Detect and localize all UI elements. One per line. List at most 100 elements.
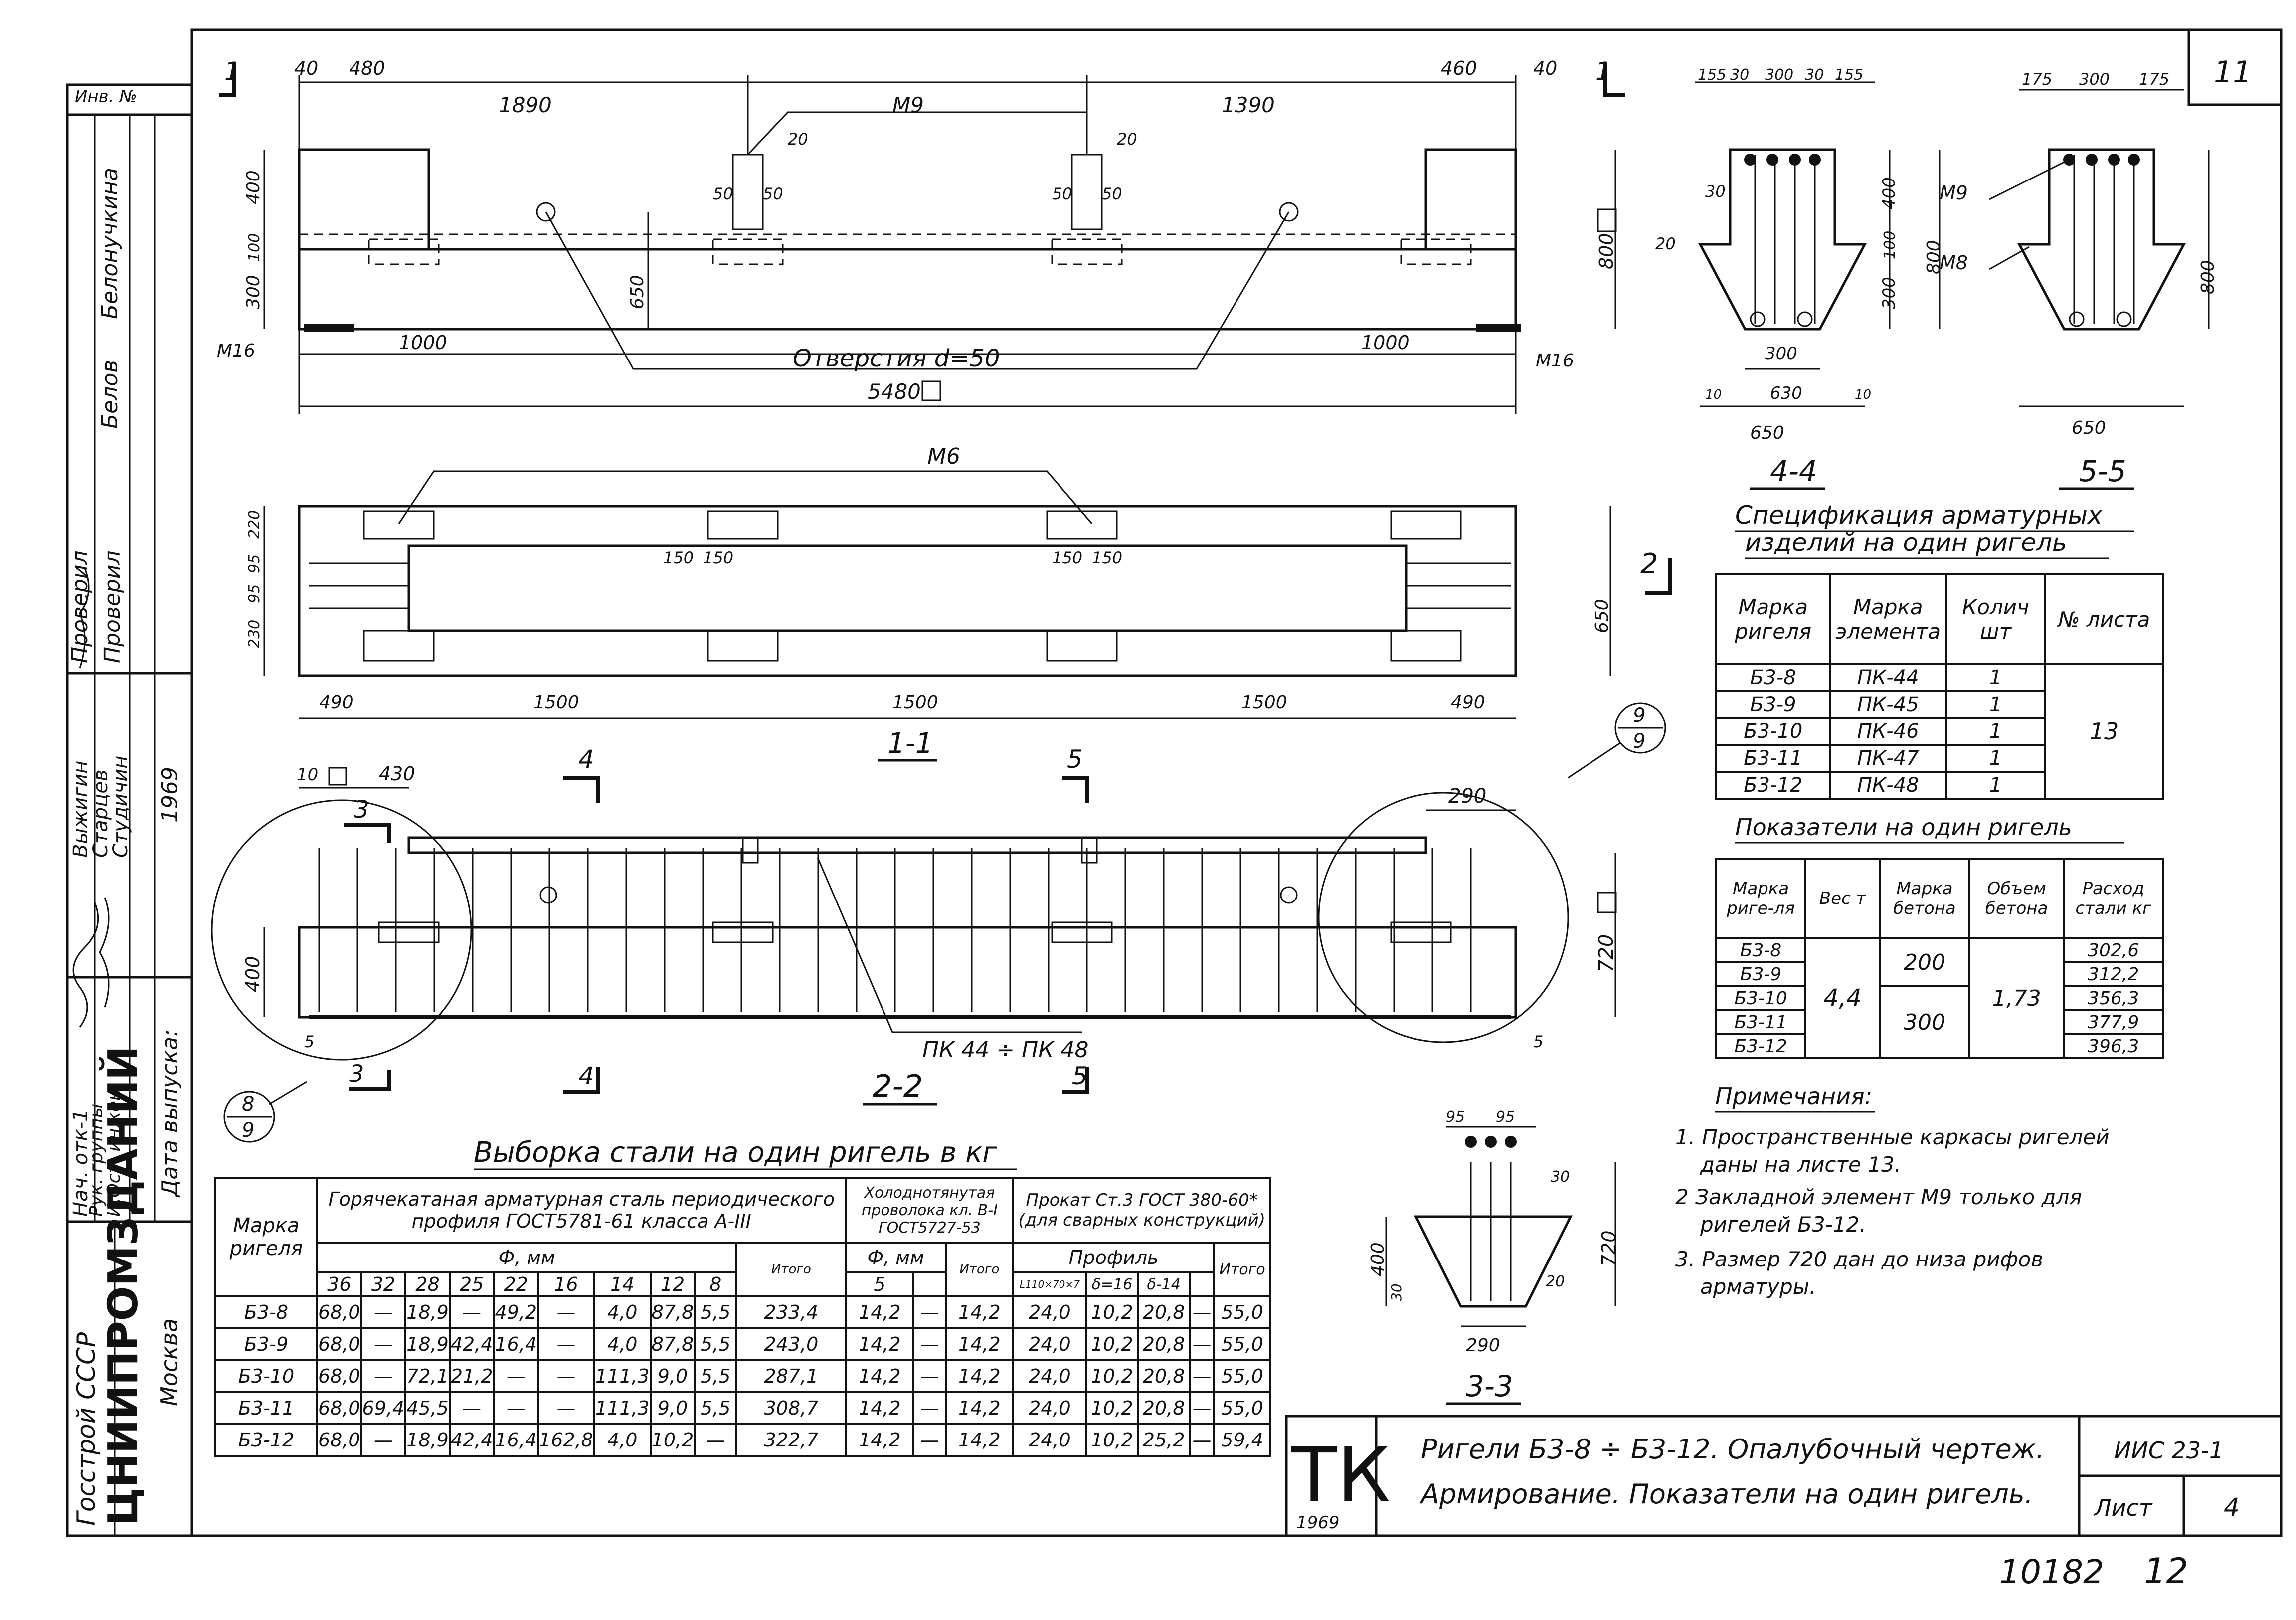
dim-50d: 50 <box>1102 184 1122 203</box>
sheet-number-box <box>2187 30 2281 106</box>
steel-row-rolled: 24,0 <box>1012 1295 1087 1329</box>
steel-row-cold-total: 14,2 <box>944 1423 1015 1457</box>
org-name: ЦНИИПРОМЗДАНИЙ <box>99 1046 147 1526</box>
title-line-1: Ригели Б3-8 ÷ Б3-12. Опалубочный чертеж. <box>1421 1434 2045 1465</box>
steel-dia-0: 36 <box>316 1271 362 1297</box>
role-3: И.Ост. инжен. <box>104 1083 124 1217</box>
steel-row-hot: 18,9 <box>404 1295 451 1329</box>
note-2a: 2 Закладной элемент М9 только для <box>1675 1185 2082 1209</box>
steel-rolled-col-3 <box>1188 1271 1216 1297</box>
mark-4-top: 4 <box>578 745 594 774</box>
steel-row-rolled: 10,2 <box>1085 1295 1139 1329</box>
steel-row-hot-total: 233,4 <box>735 1295 847 1329</box>
steel-row-hot: — <box>537 1391 595 1425</box>
steel-dia-4: 22 <box>493 1271 539 1297</box>
mark-3-top: 3 <box>354 796 369 824</box>
footer-page: 12 <box>2144 1551 2188 1592</box>
check-role-2: Проверил <box>100 550 125 663</box>
dim-1000-left: 1000 <box>399 332 447 354</box>
plan-height: 650 <box>1592 599 1612 633</box>
dim-650: 650 <box>627 275 648 309</box>
steel-row-hot: — <box>360 1359 407 1393</box>
spec-row3-mark: Б3-10 <box>1715 717 1831 746</box>
steel-row-hot: 111,3 <box>593 1391 652 1425</box>
steel-row-hot: 16,4 <box>493 1327 539 1361</box>
steel-row-cold: 14,2 <box>845 1391 915 1425</box>
steel-row-rolled: 24,0 <box>1012 1327 1087 1361</box>
steel-row-hot: 68,0 <box>316 1423 362 1457</box>
year: 1969 <box>157 767 182 823</box>
s55-dim-175a: 175 <box>2022 70 2052 89</box>
signature-2 <box>79 568 90 669</box>
plan-dim-490-left: 490 <box>319 692 353 713</box>
steel-row-cold: 14,2 <box>845 1359 915 1393</box>
steel-row-hot: 69,4 <box>360 1391 407 1425</box>
steel-row-hot: 4,0 <box>593 1295 652 1329</box>
section-mark-1-right: 1 <box>1595 57 1611 86</box>
steel-row-hot: 10,2 <box>649 1423 696 1457</box>
role-1: Нач. отк-1 <box>69 1109 92 1217</box>
steel-row-hot: 42,4 <box>448 1423 495 1457</box>
s55-dim-300: 300 <box>2079 70 2110 89</box>
inv-no: Инв. № <box>75 87 137 107</box>
plan-dim-1500b: 1500 <box>892 692 938 713</box>
steel-row-hot: 49,2 <box>493 1295 539 1329</box>
steel-row-hot: 42,4 <box>448 1327 495 1361</box>
steel-row-rolled: 20,8 <box>1137 1295 1191 1329</box>
steel-dia-1: 32 <box>360 1271 407 1297</box>
steel-row-rolled-total: 55,0 <box>1213 1295 1271 1329</box>
steel-row-rolled: 24,0 <box>1012 1391 1087 1425</box>
s55-width: 650 <box>2072 418 2106 438</box>
steel-row-cold2: — <box>912 1295 947 1329</box>
steel-row-hot: 68,0 <box>316 1295 362 1329</box>
dim-40-right: 40 <box>1533 57 1557 79</box>
plan-dim-150b: 150 <box>703 548 733 567</box>
plan-dim-1500c: 1500 <box>1241 692 1287 713</box>
footer-code: 10182 <box>1999 1553 2104 1591</box>
s44-label: 4-4 <box>1770 454 1817 488</box>
spec-row5-qty: 1 <box>1945 771 2047 800</box>
dim-5a: 5 <box>304 1032 314 1051</box>
steel-row-cold2: — <box>912 1423 947 1457</box>
spec-row4-qty: 1 <box>1945 744 2047 773</box>
steel-row-hot: 68,0 <box>316 1359 362 1393</box>
dim-50a: 50 <box>713 184 733 203</box>
steel-h-cold: Холоднотянутая проволока кл. В-I ГОСТ572… <box>845 1177 1015 1244</box>
steel-row-hot: 18,9 <box>404 1423 451 1457</box>
steel-row-cold2: — <box>912 1359 947 1393</box>
steel-row-rolled: — <box>1188 1295 1216 1329</box>
steel-row-hot: — <box>493 1359 539 1393</box>
steel-row-hot: — <box>360 1295 407 1329</box>
steel-row-rolled: — <box>1188 1423 1216 1457</box>
name-3: Студичин <box>109 756 132 858</box>
steel-row-rolled: 10,2 <box>1085 1423 1139 1457</box>
ind-mark-3: Б3-10 <box>1715 985 1807 1011</box>
dim-480: 480 <box>349 57 385 79</box>
section-2-2-label: 2-2 <box>873 1068 923 1104</box>
steel-row-hot: 18,9 <box>404 1327 451 1361</box>
m16-right: М16 <box>1536 351 1574 371</box>
steel-h-dia2: Ф, мм <box>845 1242 947 1273</box>
steel-row-cold: 14,2 <box>845 1423 915 1457</box>
s33-width: 290 <box>1466 1335 1500 1356</box>
dim-400-sec: 400 <box>242 956 264 992</box>
s44-dim-300b: 300 <box>1765 344 1797 363</box>
spec-h-mark: Марка ригеля <box>1715 573 1831 665</box>
s44-dim-400: 400 <box>1879 177 1899 209</box>
steel-h-dia: Ф, мм <box>316 1242 738 1273</box>
notes-title: Примечания: <box>1715 1083 1872 1110</box>
steel-row-hot: 9,0 <box>649 1391 696 1425</box>
steel-cold-blank <box>912 1271 947 1297</box>
s44-dim-300r: 300 <box>1879 277 1899 309</box>
spec-row1-mark: Б3-8 <box>1715 663 1831 692</box>
steel-h-total-hot: Итого <box>735 1242 847 1297</box>
section-4-4: 155 30 300 30 155 30 20 400 100 300 800 … <box>1655 66 1944 490</box>
steel-h-rolled: Прокат Ст.3 ГОСТ 380-60* (для сварных ко… <box>1012 1177 1271 1244</box>
ind-steel-4: 377,9 <box>2063 1009 2164 1035</box>
steel-row-hot: — <box>360 1327 407 1361</box>
steel-row-rolled: 20,8 <box>1137 1391 1191 1425</box>
